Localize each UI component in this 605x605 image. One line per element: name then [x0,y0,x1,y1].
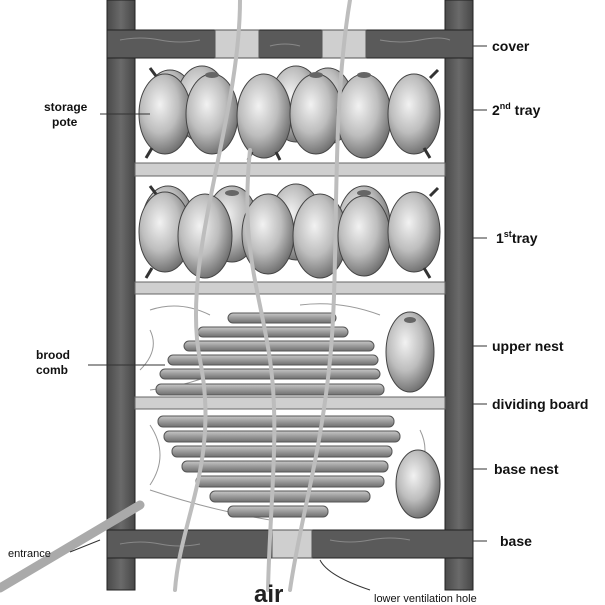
first-tray-label: 1sttray [496,229,538,246]
upper-nest-pot [385,311,435,393]
base-nest-label: base nest [494,461,559,477]
lower-brood-comb [157,415,401,518]
leader-lines [69,45,487,591]
tray-1-floor [134,281,446,295]
upper-nest [139,303,435,396]
brood-comb-label-line1: brood [36,348,70,362]
dividing-board [134,396,446,410]
tray-2-floor [134,162,446,177]
cover-board [106,29,474,59]
second-tray-label: 2nd tray [492,101,541,118]
upper-nest-label: upper nest [492,338,564,354]
right-post [444,0,474,591]
entrance-tube [0,500,145,593]
base-label: base [500,533,532,549]
lower-ventilation-hole [271,529,313,559]
left-post [106,0,136,591]
brood-comb-label-line2: comb [36,363,68,377]
base-nest [149,415,441,521]
storage-pot-label-line2: pote [52,115,78,129]
air-label: air [254,581,283,605]
air-channels [173,0,352,592]
storage-pot-label-line1: storage [44,100,88,114]
cover-label: cover [492,38,530,54]
dividing-board-label: dividing board [492,396,588,412]
base-board [106,529,474,559]
entrance-label: entrance [8,548,51,560]
lower-ventilation-hole-label: lower ventilation hole [374,593,477,605]
tray-2-storage-pots [138,65,441,161]
base-nest-pot [395,449,441,519]
